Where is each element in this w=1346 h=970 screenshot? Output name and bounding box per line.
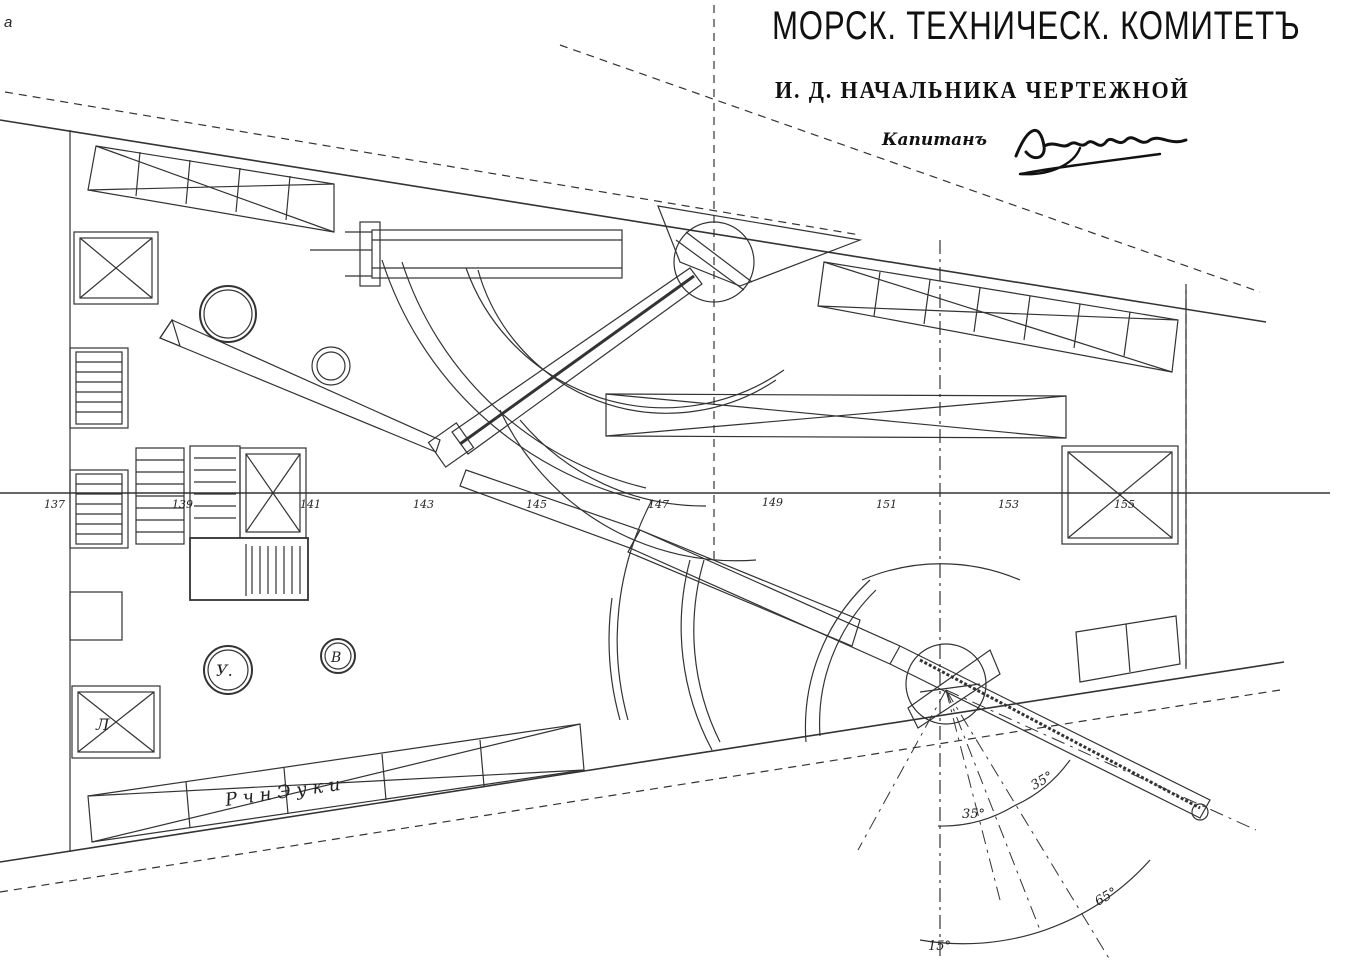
deck-top-edge xyxy=(0,119,1267,323)
hull-dashed-top-line xyxy=(4,91,861,236)
left-diagonal-trough xyxy=(159,319,441,453)
arc-of-fire-65 xyxy=(919,859,1151,945)
top-left-skylight xyxy=(87,145,335,233)
bottom-left-skylight xyxy=(87,723,585,843)
frame-label: 139 xyxy=(172,498,193,511)
ladder-centre xyxy=(189,445,241,539)
lower-gun-diagonal xyxy=(459,469,1211,821)
frame-label: 141 xyxy=(300,498,321,511)
upper-traverse-arc-large xyxy=(381,259,641,501)
vent-large xyxy=(199,285,257,343)
ladder-centre-left xyxy=(135,447,185,545)
ladder-left-lower xyxy=(69,469,129,549)
room-label-l: Л xyxy=(95,715,110,734)
arc-of-fire-35-b xyxy=(1013,759,1071,807)
hull-dashed-bottom-line xyxy=(0,689,1281,893)
ladder-left-upper xyxy=(69,347,129,429)
hatch-right xyxy=(1061,445,1179,545)
room-label-u: У. xyxy=(216,661,233,680)
room-label-v: В xyxy=(330,650,341,666)
lower-gun-mount xyxy=(905,643,1001,729)
arc-of-fire-rays xyxy=(857,689,1257,961)
lower-arc-4 xyxy=(861,563,1021,581)
arc-of-fire-35-a xyxy=(937,805,1015,827)
stamp-rank: Капитанъ xyxy=(882,130,987,150)
mid-arc-2 xyxy=(519,419,707,507)
middle-crossed-panel xyxy=(605,393,1067,439)
handwritten-signature xyxy=(1014,128,1188,176)
lower-arc-3 xyxy=(804,579,871,743)
hatch-upper-left xyxy=(73,231,159,305)
deck-bottom-edge xyxy=(0,661,1285,863)
magazine-label: Р ч н Э у к и xyxy=(223,774,342,811)
lower-arc-2 xyxy=(680,559,713,751)
stamp-office-title: И. Д. НАЧАЛЬНИКА ЧЕРТЕЖНОЙ xyxy=(775,78,1190,104)
upper-gun-mount xyxy=(657,205,863,303)
stamp-committee-title: МОРСК. ТЕХНИЧЕСК. КОМИТЕТЪ xyxy=(772,4,1301,48)
vent-u xyxy=(203,645,253,695)
right-top-skylight xyxy=(817,261,1179,373)
upper-gun-diagonal xyxy=(427,267,703,468)
vent-small xyxy=(311,346,351,386)
right-small-panel xyxy=(1075,615,1181,683)
frame-label: 149 xyxy=(762,496,783,509)
frame-label: 153 xyxy=(998,498,1019,511)
frame-labels: 137 139 141 143 145 147 149 151 153 155 xyxy=(44,496,1135,511)
lower-arc-big xyxy=(616,499,653,721)
upper-gun-horizontal xyxy=(310,221,623,287)
frame-label: 147 xyxy=(648,498,669,511)
angle-label-35-left: 35° xyxy=(962,807,985,822)
hull-dashed-upper-line xyxy=(559,44,1261,293)
companion-box xyxy=(69,537,309,641)
figure-letter: a xyxy=(4,14,13,31)
angle-label-15: 15° xyxy=(928,939,951,954)
angle-label-35-right: 35° xyxy=(1029,769,1056,794)
hatch-lower-left xyxy=(71,685,161,759)
mid-arc-1 xyxy=(499,409,757,562)
frame-label: 155 xyxy=(1114,498,1135,511)
frame-label: 151 xyxy=(876,498,897,511)
frame-label: 137 xyxy=(44,498,65,511)
frame-label: 145 xyxy=(526,498,547,511)
upper-traverse-arc-small xyxy=(465,267,785,409)
vent-v xyxy=(320,638,356,674)
frame-label: 143 xyxy=(413,498,434,511)
